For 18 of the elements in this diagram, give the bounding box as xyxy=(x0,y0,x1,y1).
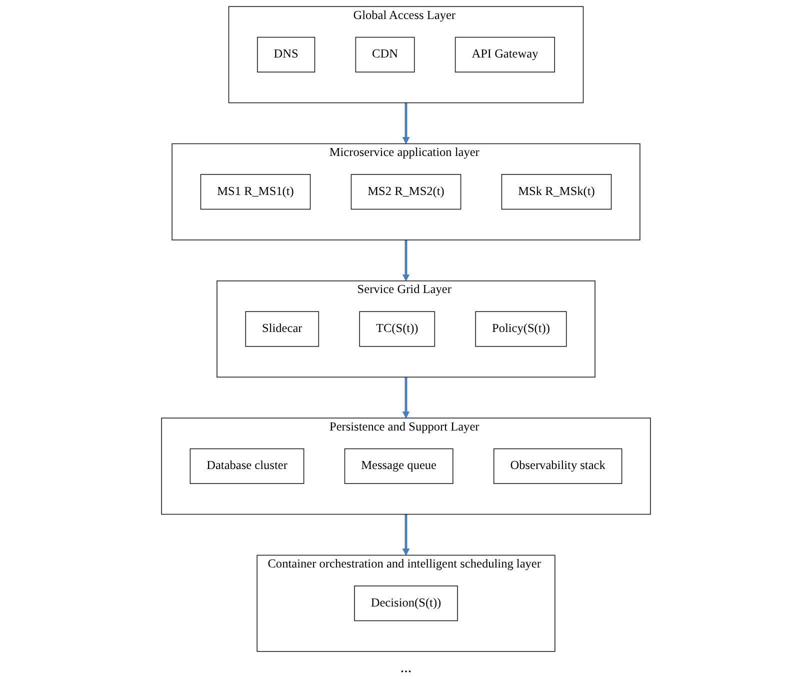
node-box: DNS xyxy=(256,36,316,72)
node-box: API Gateway xyxy=(454,36,555,72)
node-box: Message queue xyxy=(344,448,454,484)
node-box: Observability stack xyxy=(493,448,622,484)
arrow xyxy=(402,377,410,418)
node-box: Decision(S(t)) xyxy=(354,586,458,622)
node-box: Policy(S(t)) xyxy=(475,311,567,347)
node-box: Database cluster xyxy=(190,448,304,484)
arrow xyxy=(402,102,410,144)
node-box: TC(S(t)) xyxy=(359,311,436,347)
node-box: MS2 R_MS2(t) xyxy=(350,174,462,210)
arrow xyxy=(402,514,410,556)
note-text: ... xyxy=(400,660,412,676)
arrow xyxy=(402,240,410,282)
node-box: Slidecar xyxy=(245,311,320,347)
node-box: MS1 R_MS1(t) xyxy=(200,174,311,210)
node-box: CDN xyxy=(355,36,415,72)
node-box: MSk R_MSk(t) xyxy=(501,174,612,210)
